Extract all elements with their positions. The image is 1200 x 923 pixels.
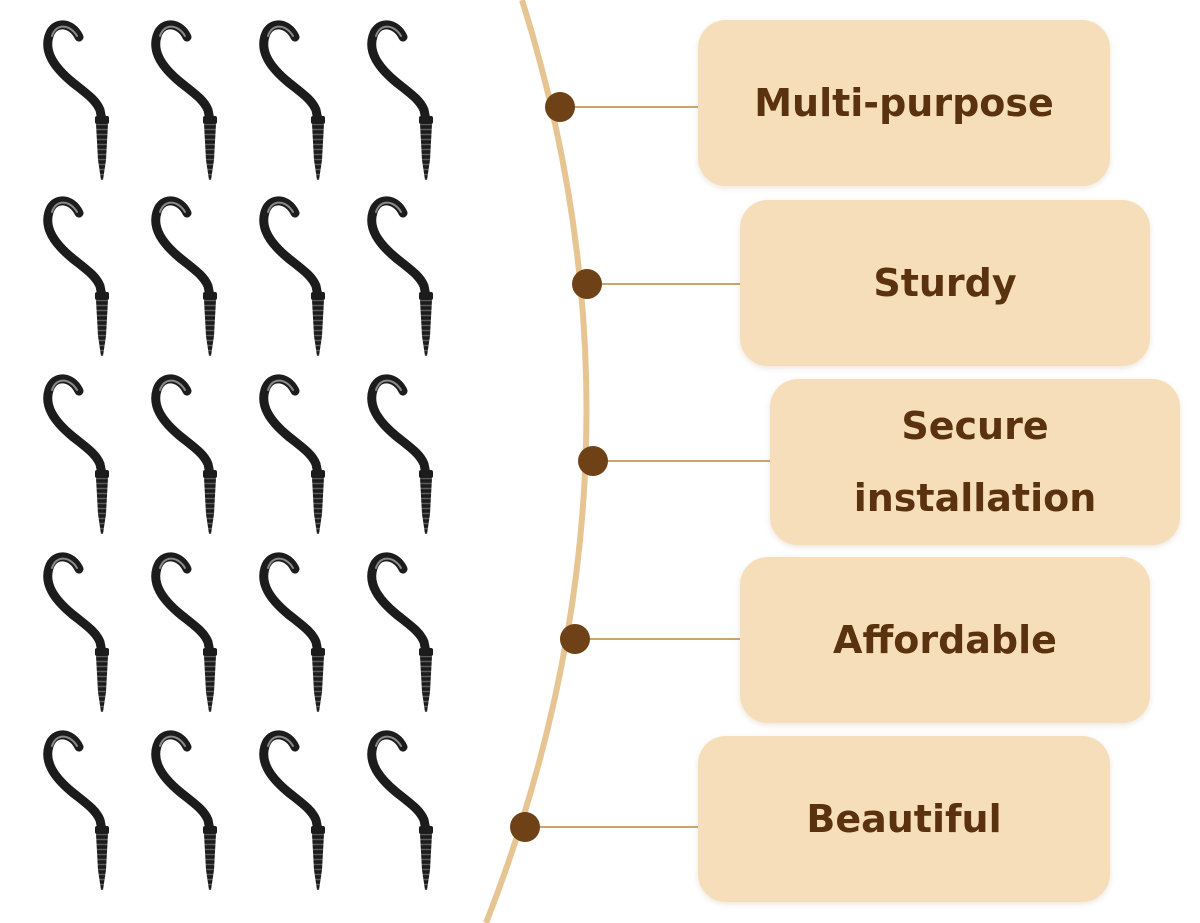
feature-secure-installation: Secure installation [770, 379, 1180, 545]
screw-hook-icon [372, 557, 433, 712]
screw-hook-icon [156, 379, 217, 534]
screw-hook-icon [372, 201, 433, 356]
screw-hook-icon [264, 735, 325, 890]
feature-multi-purpose-text: Multi-purpose [754, 80, 1054, 125]
screw-hook-icon [372, 379, 433, 534]
divider-curve [483, 0, 590, 923]
feature-multi-purpose: Multi-purpose [698, 20, 1110, 186]
feature-affordable: Affordable [740, 557, 1150, 723]
feature-connectors [510, 92, 770, 842]
feature-beautiful-text: Beautiful [806, 796, 1002, 841]
feature-beautiful: Beautiful [698, 736, 1110, 902]
screw-hook-icon [156, 735, 217, 890]
feature-affordable-text: Affordable [833, 617, 1057, 662]
connector-dot [572, 269, 602, 299]
screw-hook-icon [48, 735, 109, 890]
screw-hook-icon [48, 379, 109, 534]
screw-hook-icon [372, 735, 433, 890]
screw-hook-icon [48, 201, 109, 356]
connector-dot [560, 624, 590, 654]
hooks-grid [48, 25, 433, 890]
connector-dot [510, 812, 540, 842]
connector-dot [578, 446, 608, 476]
screw-hook-icon [264, 25, 325, 180]
screw-hook-icon [156, 557, 217, 712]
screw-hook-icon [156, 25, 217, 180]
feature-sturdy: Sturdy [740, 200, 1150, 366]
feature-secure-installation-text: Secure installation [853, 403, 1097, 520]
screw-hook-icon [48, 557, 109, 712]
screw-hook-icon [372, 25, 433, 180]
screw-hook-icon [264, 379, 325, 534]
screw-hook-icon [264, 557, 325, 712]
screw-hook-icon [264, 201, 325, 356]
connector-dot [545, 92, 575, 122]
screw-hook-icon [156, 201, 217, 356]
screw-hook-icon [48, 25, 109, 180]
feature-sturdy-text: Sturdy [873, 260, 1017, 305]
